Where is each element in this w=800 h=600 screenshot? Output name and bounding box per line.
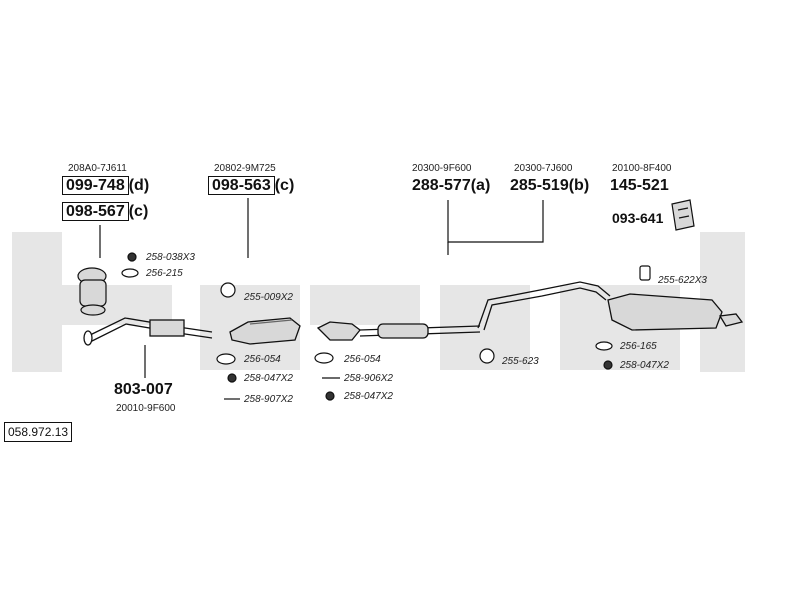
small-part-label[interactable]: 258-047X2 — [620, 360, 669, 371]
manifold-catalyst — [77, 267, 107, 316]
nut-icon-2 — [227, 373, 237, 383]
part-number[interactable]: 285-519 — [510, 177, 569, 194]
catalytic-converter — [229, 317, 301, 345]
part-suffix: (c) — [274, 177, 295, 194]
part-number-row: 093-641 — [612, 209, 663, 228]
gasket-icon-2 — [314, 352, 334, 364]
part-number[interactable]: 093-641 — [612, 210, 664, 226]
rubber-mount-icon — [220, 282, 236, 298]
watermark-bar-left — [12, 232, 62, 372]
part-number-row: 098-563(c) — [208, 176, 294, 195]
part-number[interactable]: 099-748 — [62, 176, 129, 195]
nut-icon — [127, 252, 137, 262]
oem-number: 20300-9F600 — [412, 163, 472, 174]
small-part-label[interactable]: 256-054 — [344, 354, 381, 365]
part-number-row: 098-567(c) — [62, 202, 148, 221]
nut-icon-3 — [325, 391, 335, 401]
oem-number: 20300-7J600 — [514, 163, 573, 174]
small-part-label[interactable]: 255-009X2 — [244, 292, 293, 303]
rear-pipe — [477, 281, 611, 331]
part-suffix: (c) — [128, 203, 149, 220]
reference-number: 058.972.13 — [4, 422, 73, 442]
small-part-label[interactable]: 258-907X2 — [244, 394, 293, 405]
small-part-label[interactable]: 258-047X2 — [244, 373, 293, 384]
leader-line-mid-pipes — [447, 200, 544, 243]
part-number[interactable]: 145-521 — [610, 177, 669, 194]
front-pipe-part-number[interactable]: 803-007 — [114, 381, 173, 398]
small-part-label[interactable]: 258-906X2 — [344, 373, 393, 384]
gasket-icon — [216, 353, 236, 365]
front-pipe — [83, 317, 213, 346]
oem-number: 20802-9M725 — [214, 163, 276, 174]
part-number-row: 288-577(a) — [412, 176, 490, 195]
oem-number: 208A0-7J611 — [68, 163, 127, 174]
rear-silencer — [607, 293, 744, 331]
part-suffix: (a) — [470, 177, 491, 194]
small-part-label[interactable]: 255-622X3 — [658, 275, 707, 286]
part-number[interactable]: 098-563 — [208, 176, 275, 195]
hanger-icon — [639, 265, 651, 281]
part-number-row: 285-519(b) — [510, 176, 589, 195]
part-suffix: (b) — [568, 177, 590, 194]
part-suffix: (d) — [128, 177, 150, 194]
small-part-label[interactable]: 258-047X2 — [344, 391, 393, 402]
intermediate-pipe — [316, 321, 481, 341]
small-part-label[interactable]: 256-165 — [620, 341, 657, 352]
rubber-mount-icon-2 — [479, 348, 495, 364]
small-part-label[interactable]: 256-215 — [146, 268, 183, 279]
heat-shield-icon — [671, 199, 695, 231]
part-number-row: 099-748(d) — [62, 176, 149, 195]
part-number[interactable]: 288-577 — [412, 177, 471, 194]
part-number-row: 145-521 — [610, 176, 669, 195]
front-pipe-oem: 20010-9F600 — [116, 403, 176, 414]
small-part-label[interactable]: 255-623 — [502, 356, 539, 367]
part-number[interactable]: 098-567 — [62, 202, 129, 221]
small-part-label[interactable]: 256-054 — [244, 354, 281, 365]
gasket-ring-icon — [121, 268, 139, 278]
gasket-ring-icon-2 — [595, 341, 613, 351]
watermark-bar-3 — [310, 285, 420, 325]
small-part-label[interactable]: 258-038X3 — [146, 252, 195, 263]
oem-number: 20100-8F400 — [612, 163, 672, 174]
nut-icon-4 — [603, 360, 613, 370]
